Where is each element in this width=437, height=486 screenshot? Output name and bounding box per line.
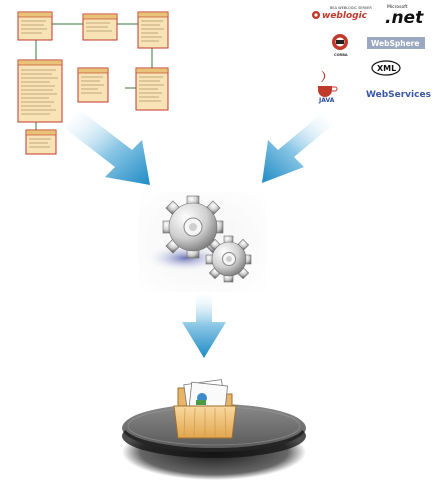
- webservices-label: WebServices: [366, 90, 431, 100]
- arrow-right-icon: [262, 115, 336, 183]
- gears-icon: [138, 192, 266, 292]
- corba-label: CORBA: [334, 53, 348, 57]
- arrow-down-icon: [182, 292, 226, 358]
- dotnet-logo: Microsoft .net: [385, 4, 424, 28]
- weblogic-logo: BEA WEBLOGIC SERVER weblogic: [312, 6, 372, 21]
- uml-class-diagram-icon: [17, 11, 169, 155]
- folder-icon: [173, 379, 237, 439]
- java-logo: JAVA: [318, 70, 338, 104]
- weblogic-tagline: BEA WEBLOGIC SERVER: [330, 6, 372, 10]
- corba-logo: CORBA: [332, 34, 348, 57]
- gear-shadow: [145, 244, 225, 272]
- arrow-left-icon: [63, 110, 150, 185]
- weblogic-label: weblogic: [322, 11, 368, 21]
- java-label: JAVA: [318, 97, 335, 104]
- small-gear-icon: [205, 235, 252, 283]
- webservices-logo: WebServices: [366, 90, 431, 100]
- dotnet-label: .net: [385, 8, 424, 28]
- xml-label: XML: [377, 64, 396, 73]
- websphere-label: WebSphere: [371, 39, 419, 48]
- microsoft-label: Microsoft: [387, 4, 408, 10]
- websphere-logo: WebSphere: [367, 37, 425, 49]
- xml-logo: XML: [371, 60, 401, 76]
- technology-logos: BEA WEBLOGIC SERVER weblogic Microsoft .…: [312, 4, 431, 104]
